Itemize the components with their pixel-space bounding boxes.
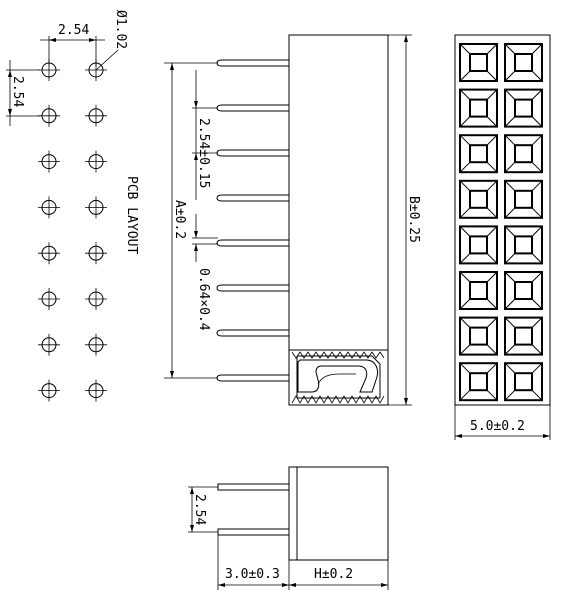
pcb-hole [85,196,107,219]
socket-cell [459,271,498,310]
hole-diameter-label: Ø1.02 [113,10,128,49]
pcb-hole [38,150,60,173]
top-body [454,34,551,406]
side-pin [216,239,289,247]
socket-cell [459,179,498,219]
end-pin-1 [217,483,290,491]
side-pin [216,104,289,112]
side-pin [216,329,289,337]
pcb-hole [38,333,60,356]
pcb-hole [85,150,107,173]
pcb-hole [85,59,107,81]
socket-cell [504,43,543,82]
side-pin [216,149,289,157]
pcb-hole [38,288,60,310]
pcb-layout: 2.54 Ø1.02 2.54 PCB LAYOUT [6,10,139,402]
socket-cell [459,225,498,265]
pcb-hole [85,288,107,310]
pcb-hole [85,104,107,127]
top-view: 5.0±0.2 [454,34,551,440]
socket-cell [504,134,543,174]
pcb-hole-grid [38,59,107,402]
contact-section [288,349,389,406]
width-label: 5.0±0.2 [470,419,525,434]
socket-cell [459,362,498,402]
pcb-hole [38,242,60,265]
socket-cell [504,88,543,128]
pcb-layout-title: PCB LAYOUT [124,176,139,254]
side-pin [216,284,289,292]
side-pin [216,59,289,67]
end-body [288,466,389,561]
end-view: 2.54 3.0±0.3 H±0.2 [188,466,389,590]
overall-length-label: A±0.2 [172,200,187,239]
side-pins [216,59,289,382]
pcb-hole [38,59,60,81]
end-pitch-label: 2.54 [192,494,207,525]
pin-size-label: 0.64×0.4 [196,268,211,331]
pcb-hole [85,242,107,265]
socket-cell [504,316,543,356]
side-pin [216,194,289,202]
socket-cell [504,179,543,219]
pcb-hole [38,379,60,402]
top-socket-grid [459,43,543,402]
socket-cell [459,43,498,82]
pcb-hole [85,379,107,402]
socket-cell [504,225,543,265]
pcb-hole [38,104,60,127]
socket-cell [504,362,543,402]
pcb-pitch-vertical-label: 2.54 [10,76,25,107]
side-pin [216,374,289,382]
socket-cell [459,88,498,128]
pcb-hole [85,333,107,356]
pcb-pitch-label: 2.54 [58,23,89,38]
socket-cell [459,134,498,174]
pin-length-label: 3.0±0.3 [225,567,280,582]
pcb-hole [38,196,60,219]
height-label: H±0.2 [314,567,353,582]
pin-pitch-label: 2.54±0.15 [196,118,211,188]
side-view: A±0.2 2.54±0.15 0.64×0.4 [164,34,421,406]
socket-cell [504,271,543,310]
end-pin-2 [217,528,290,536]
body-length-label: B±0.25 [406,196,421,243]
socket-cell [459,316,498,356]
contact-spring [297,359,379,393]
